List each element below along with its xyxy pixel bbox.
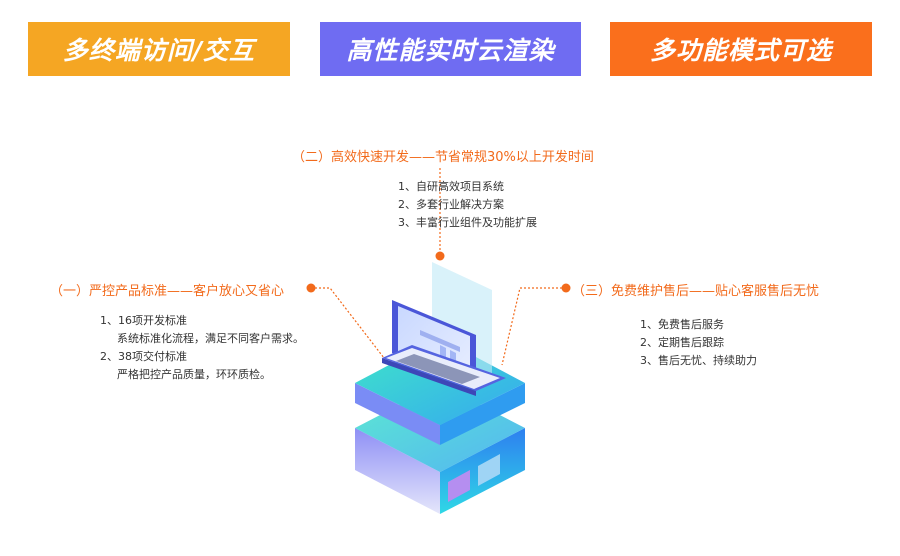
section1-list: 1、16项开发标准 系统标准化流程，满足不同客户需求。 2、38项交付标准 严格… (100, 312, 304, 384)
list-item: 1、自研高效项目系统 (398, 180, 504, 193)
section2-list: 1、自研高效项目系统 2、多套行业解决方案 3、丰富行业组件及功能扩展 (398, 178, 537, 232)
laptop-illustration (382, 300, 506, 396)
list-item-detail: 严格把控产品质量，环环质检。 (117, 368, 271, 381)
section2-title: （二）高效快速开发——节省常规30%以上开发时间 (292, 150, 594, 165)
list-item: 3、丰富行业组件及功能扩展 (398, 216, 537, 229)
banner-multi-terminal: 多终端访问/交互 (28, 22, 290, 76)
list-item: 1、免费售后服务 (640, 318, 724, 331)
list-item-detail: 系统标准化流程，满足不同客户需求。 (117, 332, 304, 345)
connector-dots (306, 251, 571, 293)
section1-title: （一）严控产品标准——客户放心又省心 (50, 284, 285, 299)
list-item: 1、16项开发标准 (100, 314, 187, 327)
list-item: 2、38项交付标准 (100, 350, 187, 363)
list-item: 3、售后无忧、持续助力 (640, 354, 757, 367)
connector-lines (311, 168, 566, 366)
section3-list: 1、免费售后服务 2、定期售后跟踪 3、售后无忧、持续助力 (640, 316, 757, 370)
list-item: 2、多套行业解决方案 (398, 198, 504, 211)
banner-cloud-rendering: 高性能实时云渲染 (320, 22, 581, 76)
banner-multi-mode: 多功能模式可选 (610, 22, 872, 76)
section3-title: （三）免费维护售后——贴心客服售后无忧 (572, 284, 820, 299)
list-item: 2、定期售后跟踪 (640, 336, 724, 349)
